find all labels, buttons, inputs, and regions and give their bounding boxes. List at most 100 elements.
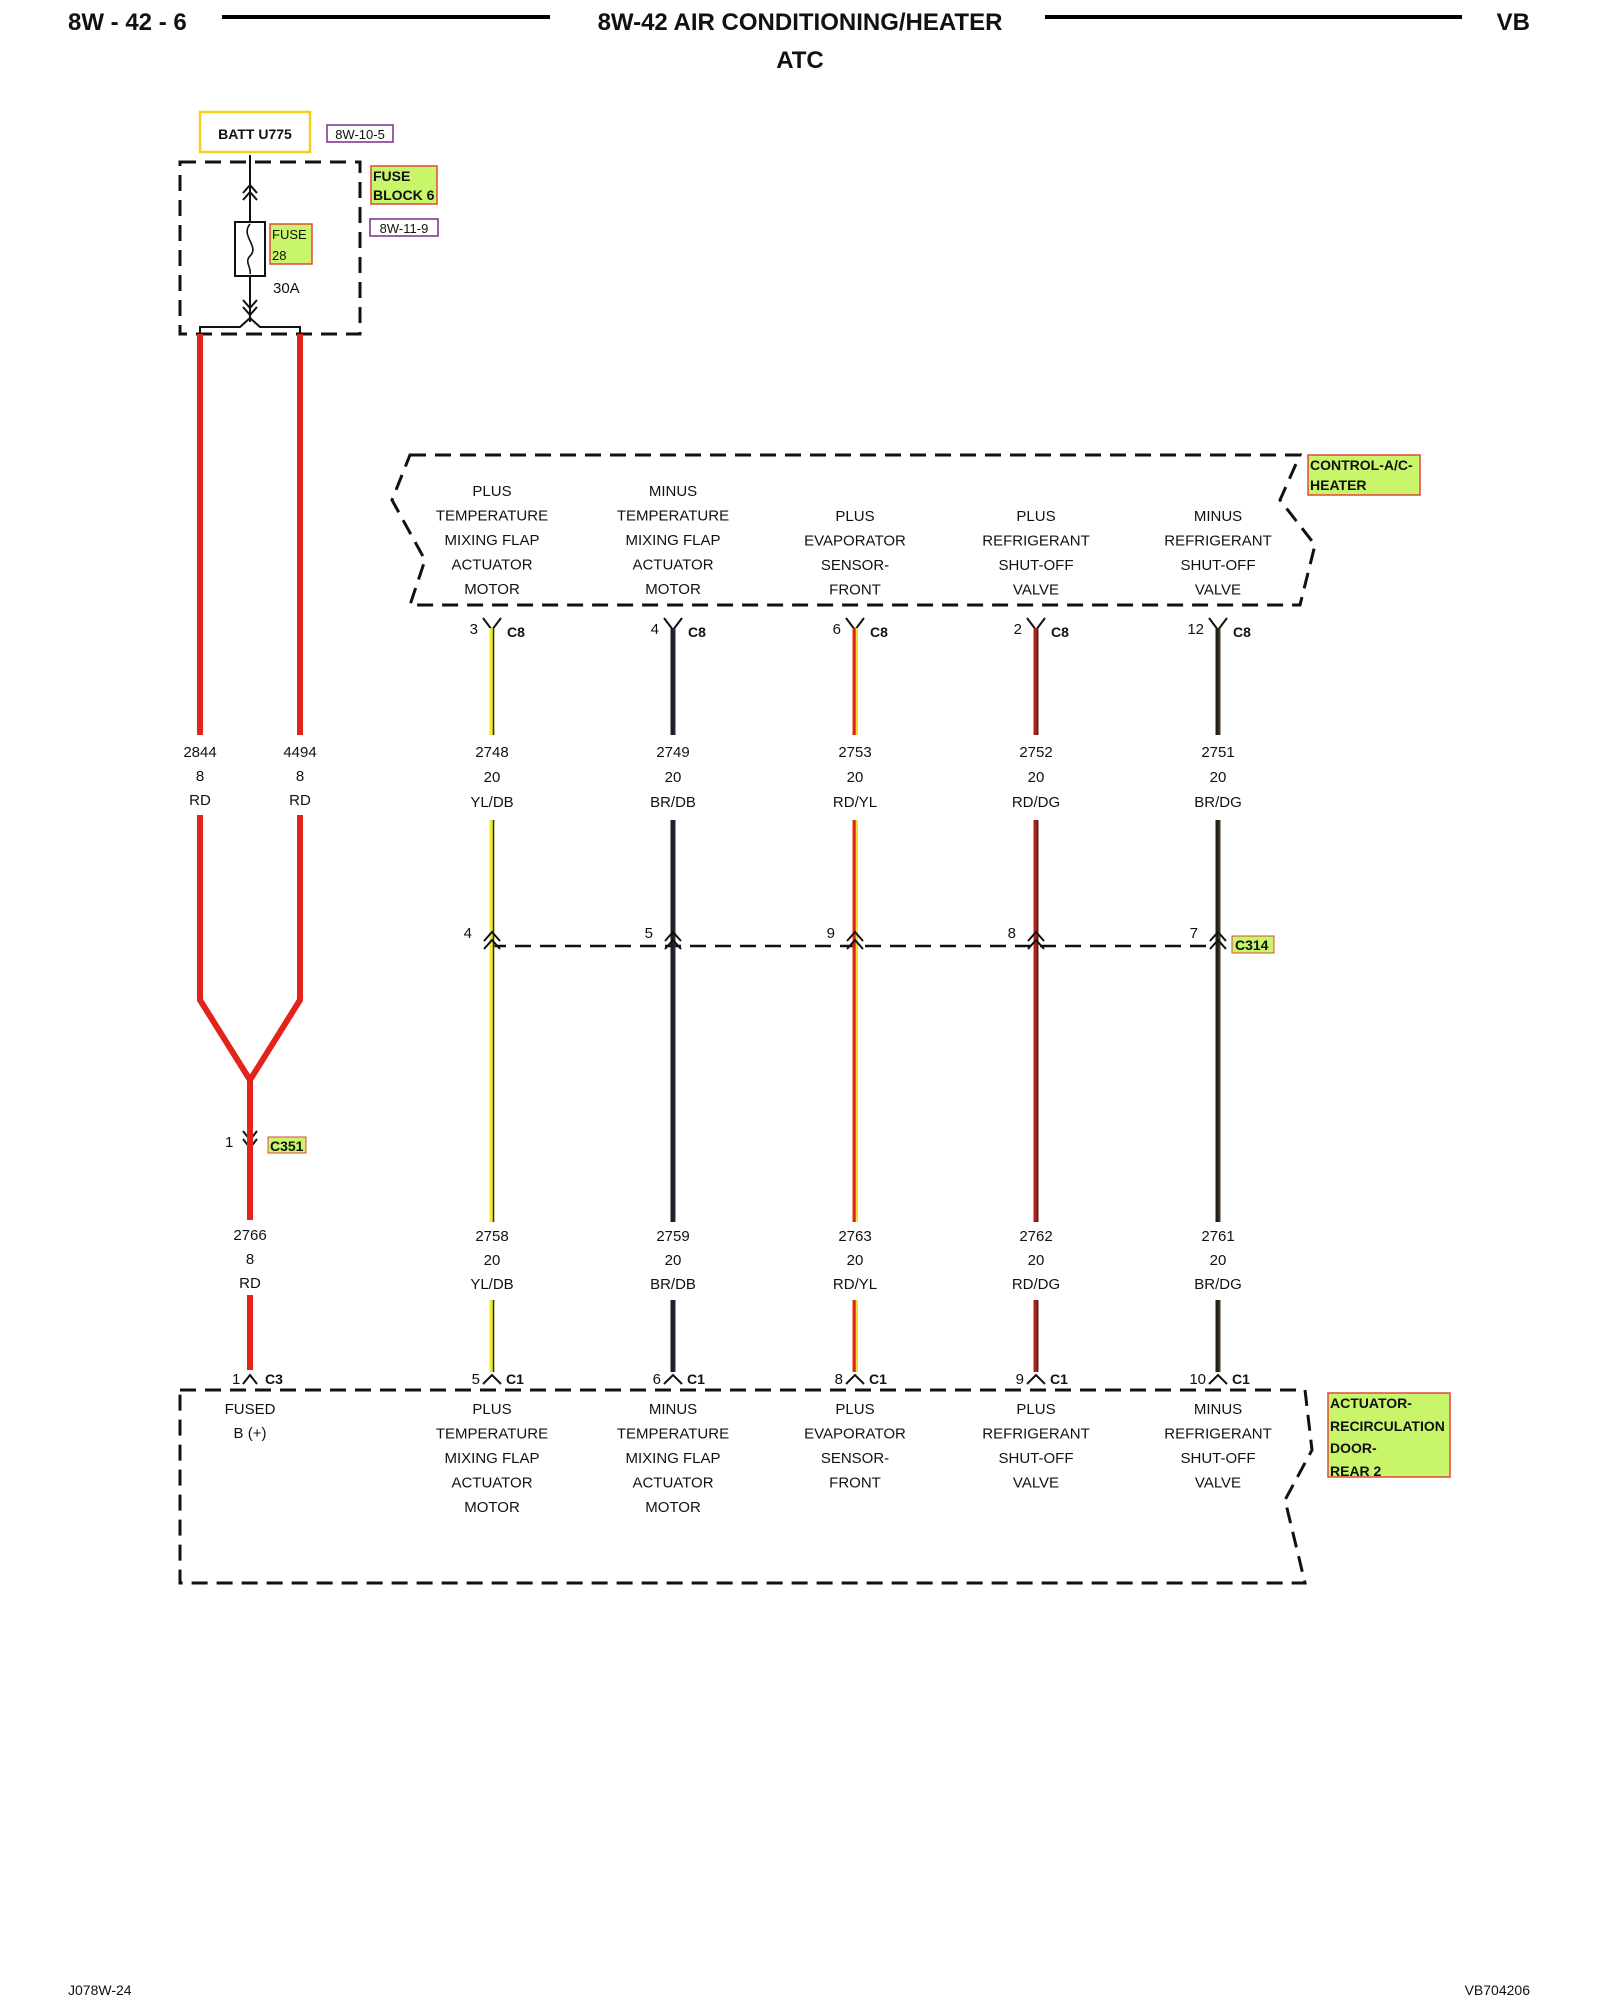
c8-connector-label: C8 [1233, 624, 1251, 640]
actuator-function-label: TEMPERATURE [436, 1426, 548, 1443]
splice-connector: C351 [270, 1138, 304, 1154]
actuator-function-label: SHUT-OFF [999, 1450, 1074, 1467]
fuse-block-tag-line-1: FUSE [373, 168, 410, 184]
batt-ref-box [326, 124, 394, 143]
fuse-block-tag [370, 165, 438, 205]
wire-color-label: RD/YL [833, 1276, 877, 1293]
wire-circuit-label: 2761 [1201, 1228, 1234, 1245]
wire-circuit-label: 2753 [838, 744, 871, 761]
control-function-label: PLUS [1016, 508, 1055, 525]
control-function-label: MINUS [1194, 508, 1242, 525]
c8-connector-label: C8 [688, 624, 706, 640]
actuator-function-label: SHUT-OFF [1181, 1450, 1256, 1467]
actuator-function-label: MINUS [649, 1401, 697, 1418]
batt-label: BATT U775 [218, 126, 292, 142]
control-function-label: VALVE [1195, 582, 1241, 599]
fuse-tag-line-1: FUSE [272, 227, 307, 242]
c8-pin-number: 2 [1014, 621, 1022, 638]
actuator-tag-line-3: DOOR- [1330, 1440, 1377, 1456]
c314-connector: C314 [490, 935, 1275, 954]
actuator-tag-line-1: ACTUATOR- [1330, 1395, 1412, 1411]
wire-circuit-label: 2748 [475, 744, 508, 761]
power-source: BATT U775 8W-10-5 FUSE BLOCK 6 8W-11-9 F… [178, 110, 439, 336]
fuse-tag [269, 223, 313, 265]
wire-color-label: BR/DB [650, 1276, 696, 1293]
control-function-label: TEMPERATURE [436, 508, 548, 525]
c314-pin-icon [664, 930, 682, 950]
wire-gauge-label: 20 [665, 769, 682, 786]
c1-pin-icon [1208, 1373, 1228, 1385]
wire-gauge-label: 8 [246, 1251, 254, 1268]
wire-circuit-label: 2759 [656, 1228, 689, 1245]
actuator-function-label: ACTUATOR [451, 1475, 532, 1492]
control-function-label: SHUT-OFF [1181, 557, 1256, 574]
batt-ref-link[interactable]: 8W-10-5 [335, 127, 385, 142]
supply-wiring: 2844 8 RD 4494 8 RD 1 C351 2766 8 RD [183, 334, 317, 1370]
actuator-function-label: REFRIGERANT [1164, 1426, 1272, 1443]
power-connector: C3 [265, 1371, 283, 1387]
control-function-label: ACTUATOR [451, 557, 532, 574]
c1-pin-number: 8 [835, 1371, 843, 1388]
c1-connector-label: C1 [1050, 1371, 1068, 1387]
c314-pin-icon [1027, 930, 1045, 950]
control-module-tag-line-2: HEATER [1310, 477, 1367, 493]
c1-pin-icon [1026, 1373, 1046, 1385]
fuse-tag-line-2: 28 [272, 248, 286, 263]
fuse-output-split [199, 317, 301, 334]
fuse-block-ref-link[interactable]: 8W-11-9 [380, 221, 429, 236]
wire-gauge-label: 20 [1210, 1252, 1227, 1269]
actuator-function-label: TEMPERATURE [617, 1426, 729, 1443]
control-function-label: TEMPERATURE [617, 508, 729, 525]
actuator-outline [178, 1388, 1314, 1585]
actuator: ACTUATOR- RECIRCULATION DOOR- REAR 2 1 C… [178, 1371, 1451, 1585]
power-pin: 1 [232, 1371, 240, 1388]
wire-color-label: BR/DB [650, 794, 696, 811]
c314-pin-icon [1209, 930, 1227, 950]
wire-color-label: RD [189, 792, 211, 809]
c8-pin-number: 4 [651, 621, 659, 638]
wire-gauge-label: 20 [1210, 769, 1227, 786]
wire-gauge-label: 20 [1028, 1252, 1045, 1269]
page-footer: J078W-24 VB704206 [68, 1982, 1530, 1998]
fuse-connector-top-icon [242, 183, 258, 201]
wire-color-label: BR/DG [1194, 794, 1242, 811]
wire-color-label: RD [289, 792, 311, 809]
wire-gauge-label: 20 [484, 1252, 501, 1269]
control-function-label: PLUS [472, 483, 511, 500]
actuator-function-label: SENSOR- [821, 1450, 889, 1467]
wire-circuit-label: 4494 [283, 744, 316, 761]
power-function-line-1: FUSED [225, 1401, 276, 1418]
actuator-function-label: VALVE [1013, 1475, 1059, 1492]
control-function-label: SENSOR- [821, 557, 889, 574]
fuse-rating: 30A [273, 280, 300, 297]
fuse-block-tag-line-2: BLOCK 6 [373, 187, 435, 203]
c8-pin-number: 6 [833, 621, 841, 638]
wire-color-label: BR/DG [1194, 1276, 1242, 1293]
control-function-label: MIXING FLAP [625, 532, 720, 549]
control-function-label: PLUS [835, 508, 874, 525]
vehicle-code: VB [1497, 9, 1530, 36]
splice-pin: 1 [225, 1134, 233, 1151]
wire-gauge-label: 20 [665, 1252, 682, 1269]
c1-pin-number: 10 [1189, 1371, 1206, 1388]
control-module-tag [1307, 454, 1421, 496]
c1-pin-number: 6 [653, 1371, 661, 1388]
c8-connector-label: C8 [870, 624, 888, 640]
actuator-function-label: EVAPORATOR [804, 1426, 906, 1443]
wire-circuit-label: 2844 [183, 744, 216, 761]
control-function-label: REFRIGERANT [982, 533, 1090, 550]
actuator-function-label: PLUS [472, 1401, 511, 1418]
splice-tag [267, 1136, 307, 1154]
actuator-function-label: PLUS [835, 1401, 874, 1418]
wire-circuit-label: 2749 [656, 744, 689, 761]
power-pin-icon [242, 1373, 258, 1385]
actuator-function-label: ACTUATOR [632, 1475, 713, 1492]
fuse-block-outline [178, 160, 362, 336]
actuator-function-label: FRONT [829, 1475, 881, 1492]
wire-color-label: RD/DG [1012, 1276, 1060, 1293]
page-header: 8W - 42 - 6 8W-42 AIR CONDITIONING/HEATE… [68, 9, 1530, 74]
wire-circuit-label: 2766 [233, 1227, 266, 1244]
actuator-tag-line-4: REAR 2 [1330, 1463, 1382, 1479]
c314-label: C314 [1235, 937, 1269, 953]
